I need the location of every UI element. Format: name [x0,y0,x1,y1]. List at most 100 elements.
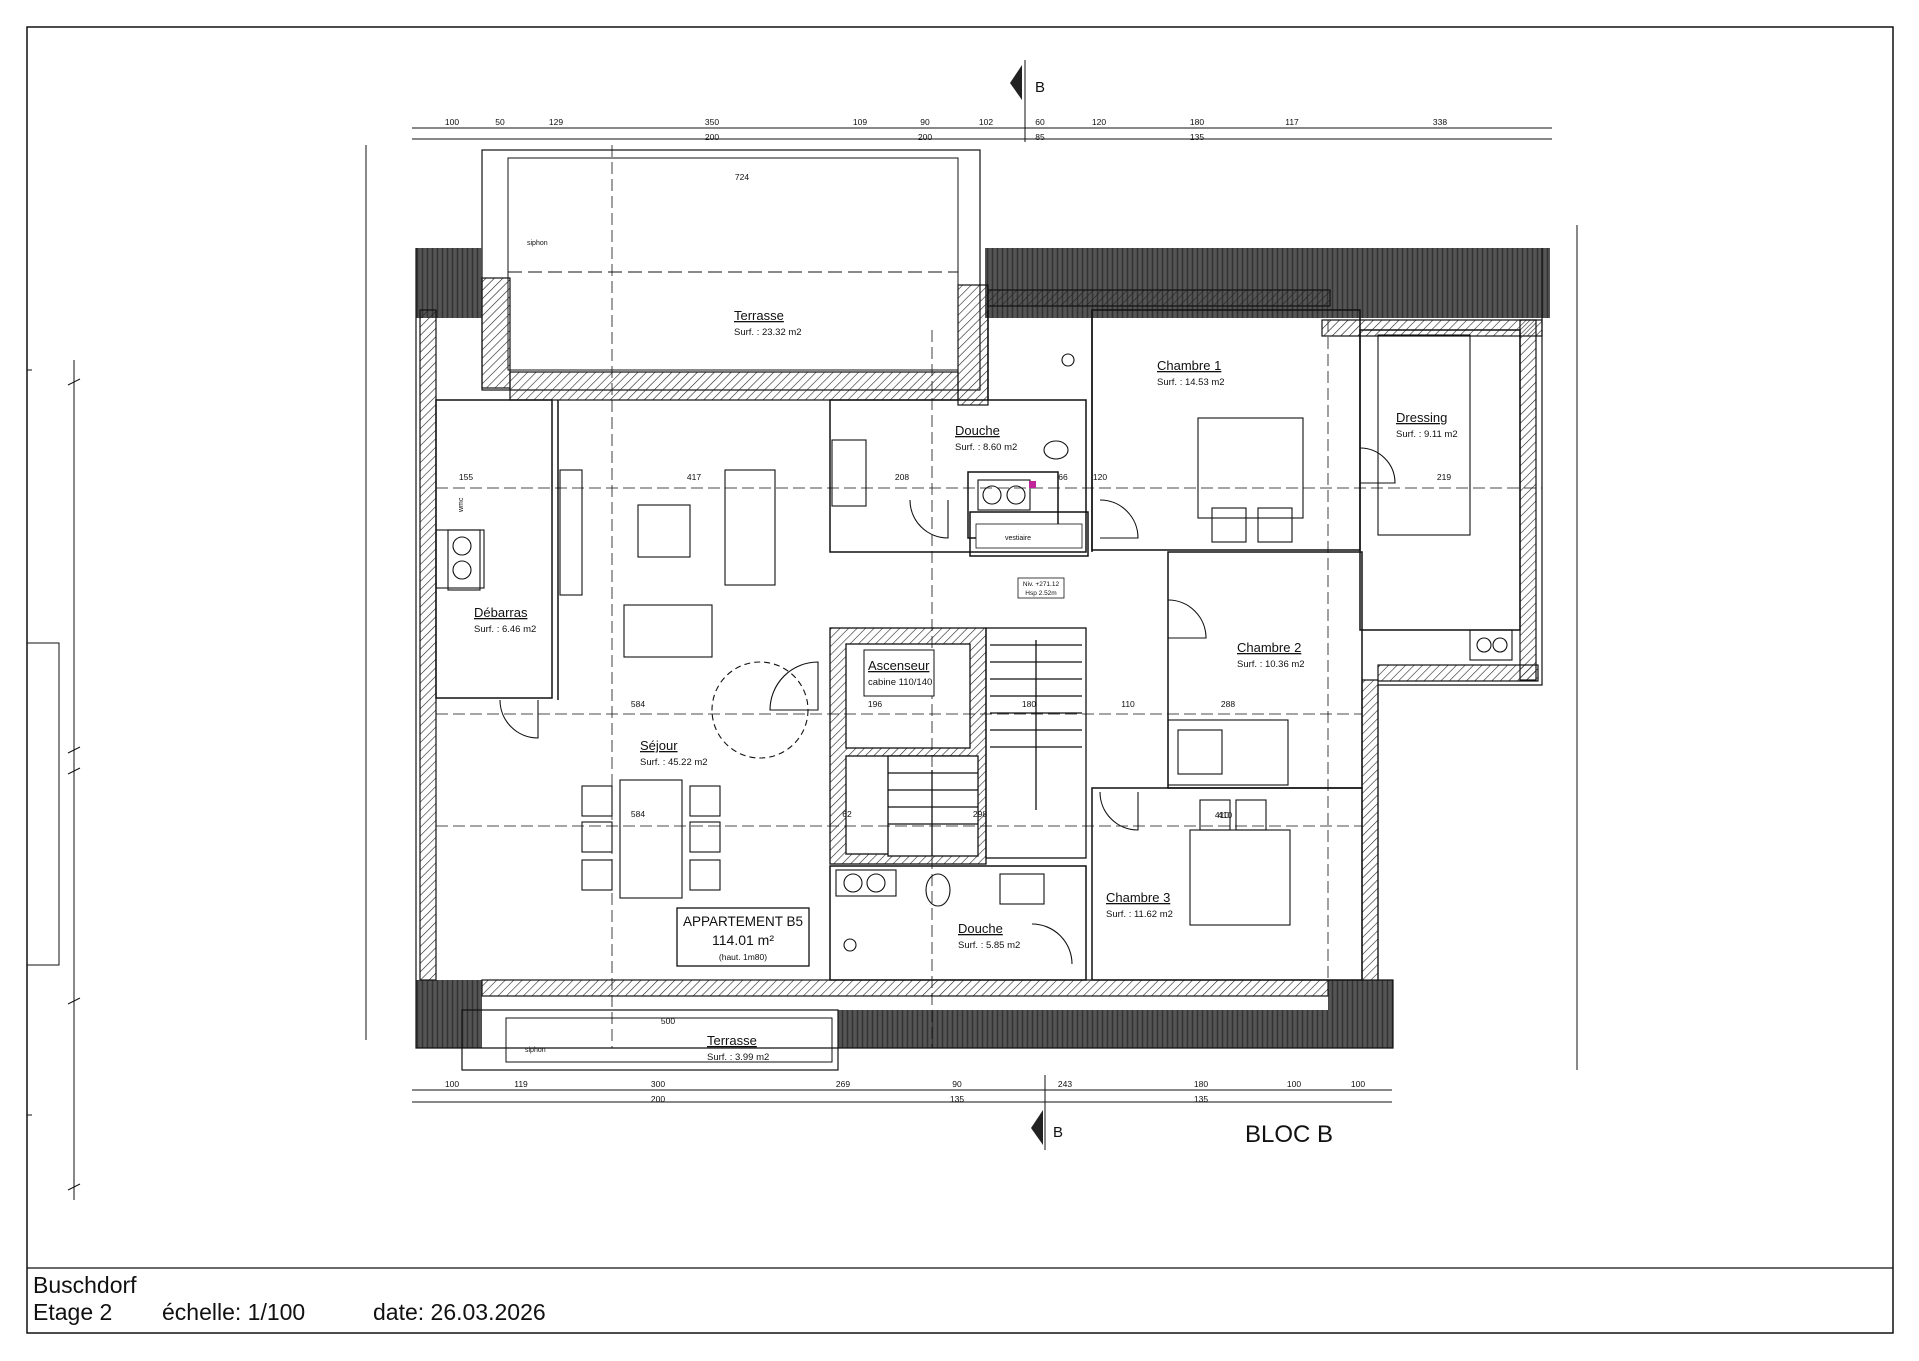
dimension-interior: 66 [1058,472,1068,482]
dimension-interior: 410 [1218,810,1232,820]
room-surface: Surf. : 6.46 m2 [474,624,536,635]
dimension-top: 120 [1092,117,1106,127]
dimension-bottom: 269 [836,1079,850,1089]
dimension-top-sub: 200 [918,132,932,142]
room-surface: Surf. : 8.60 m2 [955,442,1017,453]
dimension-top: 338 [1433,117,1447,127]
wmc-label: wmc [458,497,465,513]
terrace-top [481,149,981,391]
apartment-area: 114.01 m² [712,932,774,948]
side-dimension-lines [365,145,1578,1070]
date-label: date: 26.03.2026 [373,1299,546,1325]
dimension-bottom-sub: 135 [1194,1094,1208,1104]
dimension-bottom: 180 [1194,1079,1208,1089]
project-name: Buschdorf [33,1272,137,1298]
dimension-top: 117 [1285,117,1299,127]
dimension-interior: 110 [1121,699,1135,709]
scale-label: échelle: 1/100 [162,1299,306,1325]
room-surface: Surf. : 14.53 m2 [1157,377,1225,388]
dimension-interior: 417 [687,472,701,482]
section-marker-bottom [1031,1110,1043,1145]
dimension-interior: 410 [1215,810,1229,820]
room-name: Débarras [474,605,528,620]
room-surface: Surf. : 3.99 m2 [707,1052,769,1063]
apartment-height: (haut. 1m80) [719,952,767,962]
dimension-top-sub: 85 [1035,132,1045,142]
height-note-label: Hsp 2.52m [1025,590,1056,597]
vestiaire-label: vestiaire [1005,535,1031,542]
dimension-interior: 584 [631,809,645,819]
dimension-bottom: 100 [1351,1079,1365,1089]
dimension-interior: 155 [459,472,473,482]
level-box [1017,577,1065,599]
apartment-name: APPARTEMENT B5 [683,914,803,929]
dimension-bottom-sub: 200 [651,1094,665,1104]
dimension-interior: 288 [1221,699,1235,709]
dimension-top: 100 [445,117,459,127]
dimension-interior: 62 [842,809,852,819]
left-elevation-fragment [26,360,81,1200]
room-surface: Surf. : 45.22 m2 [640,757,708,768]
dimension-bottom: 100 [1287,1079,1301,1089]
furniture [435,334,1513,965]
dimension-interior: 584 [631,699,645,709]
dimension-top: 350 [705,117,719,127]
apartment-label-box [676,907,810,967]
room-name: Chambre 2 [1237,640,1301,655]
dimension-bottom: 300 [651,1079,665,1089]
interior-walls [435,309,1521,981]
room-surface: Surf. : 10.36 m2 [1237,659,1305,670]
dimension-interior: 724 [735,172,749,182]
dimension-top-sub: 135 [1190,132,1204,142]
level-label: Niv. +271.12 [1023,581,1060,588]
dimension-top: 129 [549,117,563,127]
siphon-label-bottom: siphon [525,1047,546,1054]
dimension-bottom: 243 [1058,1079,1072,1089]
hidden-lines [436,145,1542,1048]
electrical-point [1029,481,1036,488]
dimension-interior: 180 [1022,699,1036,709]
room-surface: Surf. : 5.85 m2 [958,940,1020,951]
dimension-interior: 196 [868,699,882,709]
siphon-label-top: siphon [527,240,548,247]
dimension-bottom: 100 [445,1079,459,1089]
top-dimension-lines [412,60,1552,142]
vestiaire-box [975,523,1083,549]
room-name: Terrasse [707,1033,757,1048]
roof-eaves [416,248,1550,1048]
dimension-bottom: 90 [952,1079,962,1089]
dimension-top: 180 [1190,117,1204,127]
room-name: Séjour [640,738,678,753]
room-surface: cabine 110/140 [868,677,932,688]
section-label-bottom: B [1053,1124,1063,1141]
room-name: Dressing [1396,410,1447,425]
dimension-top: 109 [853,117,867,127]
room-name: Terrasse [734,308,784,323]
room-name: Ascenseur [868,658,930,673]
room-name: Chambre 1 [1157,358,1221,373]
dimension-interior: 120 [1093,472,1107,482]
dimension-bottom-sub: 135 [950,1094,964,1104]
dimension-interior: 298 [973,809,987,819]
room-name: Chambre 3 [1106,890,1170,905]
dimension-top: 50 [495,117,505,127]
floor-label: Etage 2 [33,1299,113,1325]
bottom-dimension-lines [412,1075,1392,1150]
dimension-interior: 208 [895,472,909,482]
room-name: Douche [955,423,1000,438]
section-marker-top [1010,65,1022,100]
section-label-top: B [1035,79,1045,96]
dimension-bottom: 119 [514,1079,528,1089]
block-label: BLOC B [1245,1121,1333,1148]
dimension-top: 102 [979,117,993,127]
dimension-interior: 500 [661,1016,675,1026]
stair-core [829,627,1087,865]
dimension-top: 90 [920,117,930,127]
room-surface: Surf. : 11.62 m2 [1106,909,1173,920]
terrace-bottom [461,1009,839,1071]
room-surface: Surf. : 23.32 m2 [734,327,802,338]
room-name: Douche [958,921,1003,936]
